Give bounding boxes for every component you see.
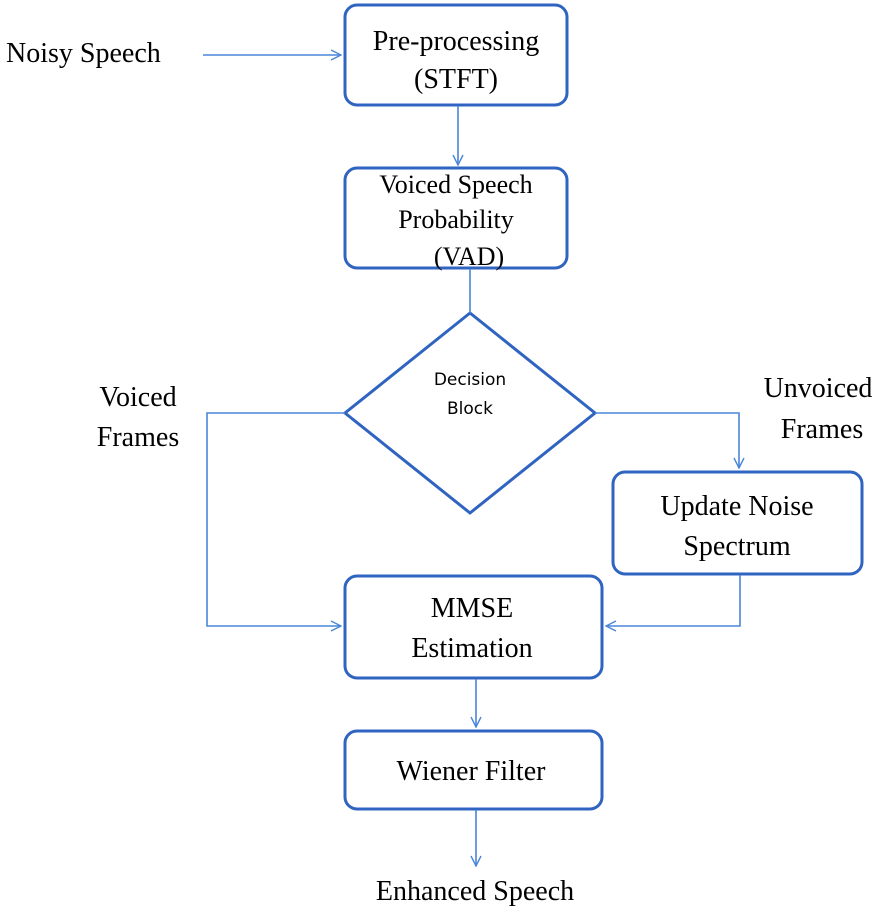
unvoiced-frames-label-line2: Frames [781, 414, 863, 445]
mmse-label-line1: MMSE [431, 593, 513, 624]
unvoiced-frames-label-line1: Unvoiced [764, 373, 873, 404]
preprocessing-label-line1: Pre-processing [373, 26, 539, 57]
preprocessing-block: Pre-processing (STFT) [343, 3, 569, 107]
voiced-frames-label-line1: Voiced [99, 382, 176, 413]
wiener-filter-block: Wiener Filter [343, 729, 604, 811]
connectors [203, 55, 740, 866]
vad-label-line2: Probability [398, 205, 514, 234]
mmse-block: MMSE Estimation [343, 574, 604, 680]
vad-label-line1: Voiced Speech [379, 170, 532, 199]
vad-block: Voiced Speech Probability (VAD) [343, 166, 569, 271]
decision-label-line2: Block [447, 399, 493, 419]
arrow-update-noise-to-mmse [606, 575, 741, 626]
update-noise-label-line1: Update Noise [660, 491, 813, 522]
update-noise-block: Update Noise Spectrum [611, 470, 864, 576]
arrow-unvoiced-to-update-noise [595, 412, 739, 468]
decision-block: Decision Block [342, 311, 598, 515]
vad-label-line3: (VAD) [434, 242, 504, 271]
arrow-voiced-to-mmse [206, 412, 345, 626]
preprocessing-label-line2: (STFT) [414, 64, 498, 95]
enhanced-speech-label: Enhanced Speech [376, 876, 574, 907]
noisy-speech-label: Noisy Speech [6, 38, 161, 69]
mmse-label-line2: Estimation [411, 633, 532, 664]
update-noise-label-line2: Spectrum [683, 531, 791, 562]
voiced-frames-label-line2: Frames [97, 422, 179, 453]
wiener-filter-label: Wiener Filter [397, 756, 547, 787]
decision-label-line1: Decision [434, 370, 506, 390]
